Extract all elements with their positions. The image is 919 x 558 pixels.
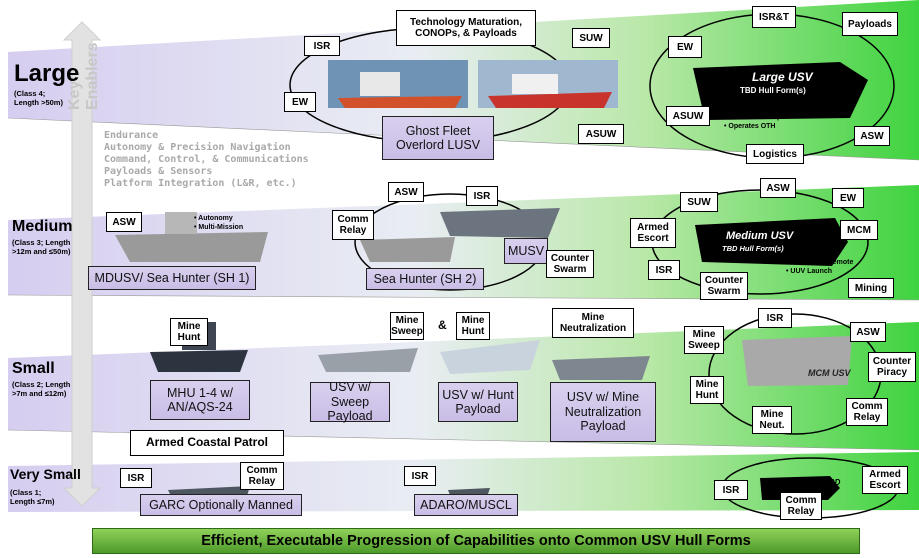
row-label-large: Large	[14, 60, 80, 87]
large-usv-sub: TBD Hull Form(s)	[740, 86, 806, 95]
large-goal-isrt: ISR&T	[752, 6, 796, 28]
medium-comm-relay: Comm Relay	[332, 210, 374, 240]
large-goal-asuw: ASUW	[666, 106, 710, 126]
tech-maturation-box: Technology Maturation, CONOPs, & Payload…	[396, 10, 536, 46]
large-asuw: ASUW	[578, 124, 624, 144]
mhu-boat	[150, 350, 248, 372]
small-goal-mine-neut: Mine Neut.	[752, 406, 792, 434]
medium-goal-asw: ASW	[760, 178, 796, 198]
small-mine-neutralization: Mine Neutralization	[552, 308, 634, 338]
medium-usv-bullets: • Launch on Remote• UUV Launch	[786, 259, 854, 276]
medium-counter-swarm: Counter Swarm	[546, 250, 594, 278]
row-sub-small: (Class 2; Length>7m and ≤12m)	[12, 380, 71, 399]
medium-goal-ew: EW	[832, 188, 864, 208]
sea-hunter-2-ship	[360, 237, 455, 262]
small-goal-isr: ISR	[758, 308, 792, 328]
small-goal-asw: ASW	[850, 322, 886, 342]
large-goal-payloads: Payloads	[842, 12, 898, 36]
mhu-label: MHU 1-4 w/ AN/AQS-24	[150, 380, 250, 420]
vs-isr-1: ISR	[120, 468, 152, 488]
medium-goal-mcm: MCM	[840, 220, 878, 240]
mcm-usv-boat	[742, 336, 852, 386]
musv-label: MUSV	[504, 238, 548, 264]
small-goal-counter-piracy: Counter Piracy	[868, 352, 916, 382]
medium-asw-2: ASW	[388, 182, 424, 202]
small-goal-mine-sweep: Mine Sweep	[684, 326, 724, 354]
vs-goal-comm-relay: Comm Relay	[780, 492, 822, 520]
small-goal-comm-relay: Comm Relay	[846, 398, 888, 426]
row-sub-large: (Class 4;Length >50m)	[14, 89, 63, 108]
sea-hunter-bullets: • Autonomy• Multi-Mission	[194, 215, 244, 232]
vs-isr-2: ISR	[404, 466, 436, 486]
sweep-boat	[318, 348, 418, 372]
hunt-boat	[440, 340, 540, 374]
row-label-small: Small	[12, 360, 55, 377]
large-suw: SUW	[572, 28, 610, 48]
medium-goal-suw: SUW	[680, 192, 718, 212]
vs-goal-armed-escort: Armed Escort	[862, 466, 908, 494]
medium-goal-mining: Mining	[848, 278, 894, 298]
vs-tbd-label: TBD	[824, 478, 841, 487]
adaro-label: ADARO/MUSCL	[414, 494, 518, 516]
vs-comm-relay-1: Comm Relay	[240, 462, 284, 490]
footer-banner: Efficient, Executable Progression of Cap…	[92, 528, 860, 554]
large-goal-logistics: Logistics	[746, 144, 804, 164]
small-mine-sweep: Mine Sweep	[390, 312, 424, 340]
neut-boat	[552, 356, 650, 380]
musv-ship	[440, 208, 560, 238]
large-goal-ew: EW	[668, 36, 702, 58]
medium-usv-title: Medium USV	[726, 230, 794, 242]
large-usv-bullets: • Fully Autonomous• Coordinated Ops• Ope…	[724, 105, 790, 131]
vs-goal-isr: ISR	[714, 480, 748, 500]
garc-label: GARC Optionally Manned	[140, 494, 302, 516]
row-label-very-small: Very Small	[10, 466, 81, 482]
sea-hunter-2-label: Sea Hunter (SH 2)	[366, 268, 484, 290]
sweep-payload-label: USV w/ Sweep Payload	[310, 380, 390, 423]
ghost-fleet-label: Ghost Fleet Overlord LUSV	[382, 116, 494, 160]
small-goal-mine-hunt: Mine Hunt	[690, 376, 724, 404]
mdusv-label: MDUSV/ Sea Hunter (SH 1)	[88, 266, 256, 290]
row-sub-medium: (Class 3; Length>12m and ≤50m)	[12, 238, 71, 257]
sea-hunter-1-ship	[115, 232, 268, 262]
medium-goal-counter-swarm: Counter Swarm	[700, 272, 748, 300]
large-isr: ISR	[304, 36, 340, 56]
mcm-usv-title: MCM USV	[808, 368, 851, 378]
medium-usv-sub: TBD Hull Form(s)	[722, 244, 784, 253]
medium-goal-isr: ISR	[648, 260, 680, 280]
small-mine-hunt-1: Mine Hunt	[170, 318, 208, 346]
large-usv-title: Large USV	[752, 70, 813, 84]
large-goal-asw: ASW	[854, 126, 890, 146]
hunt-payload-label: USV w/ Hunt Payload	[438, 382, 518, 422]
neut-payload-label: USV w/ Mine Neutralization Payload	[550, 382, 656, 442]
row-label-medium: Medium	[12, 218, 73, 235]
armed-coastal-patrol: Armed Coastal Patrol	[130, 430, 284, 456]
medium-isr: ISR	[466, 186, 498, 206]
large-ew: EW	[284, 92, 316, 112]
key-enablers-arrow	[62, 21, 102, 507]
large-usv-silhouette	[693, 62, 868, 120]
medium-goal-armed-escort: Armed Escort	[630, 218, 676, 248]
enablers-list: Endurance Autonomy & Precision Navigatio…	[104, 130, 309, 189]
medium-usv-silhouette	[695, 218, 848, 266]
small-ampersand: &	[438, 318, 447, 332]
row-sub-very-small: (Class 1;Length ≤7m)	[10, 488, 55, 507]
small-mine-hunt-2: Mine Hunt	[456, 312, 490, 340]
medium-asw-1: ASW	[106, 212, 142, 232]
